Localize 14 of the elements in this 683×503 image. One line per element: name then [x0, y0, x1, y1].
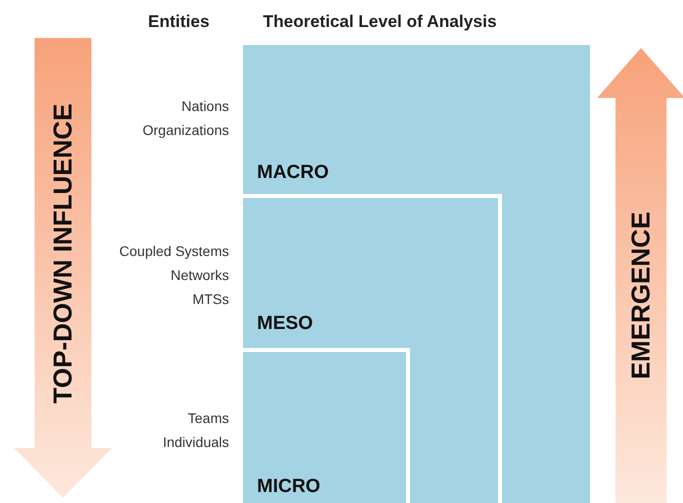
- entity-label: Nations: [182, 98, 229, 114]
- entity-label: Coupled Systems: [119, 243, 229, 259]
- entity-label: Teams: [188, 410, 229, 426]
- entity-label: Networks: [170, 267, 229, 283]
- entity-label: MTSs: [192, 291, 229, 307]
- arrow-label: TOP-DOWN INFLUENCE: [47, 103, 78, 403]
- level-label: MESO: [257, 313, 313, 335]
- column-heading: Theoretical Level of Analysis: [263, 12, 497, 32]
- level-label: MICRO: [257, 476, 320, 498]
- arrow-label: EMERGENCE: [625, 212, 656, 380]
- entity-label: Individuals: [162, 434, 229, 450]
- level-label: MACRO: [257, 162, 329, 184]
- column-heading: Entities: [148, 12, 210, 32]
- entity-label: Organizations: [142, 122, 229, 138]
